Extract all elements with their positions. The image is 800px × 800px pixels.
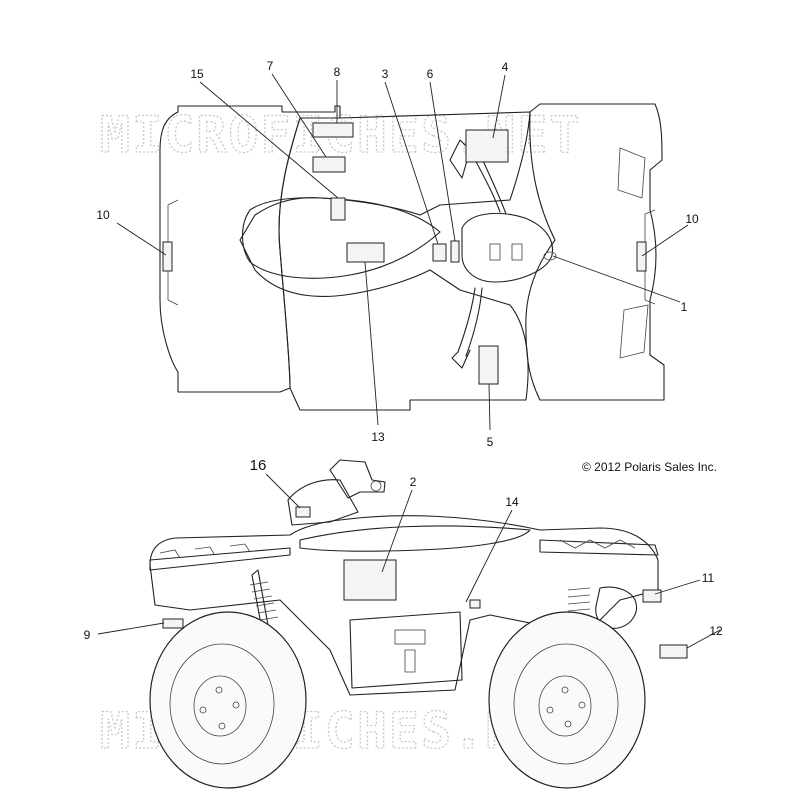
callout-1: 1 [681,300,688,314]
callout-11: 11 [702,571,715,585]
decal-11 [642,589,662,603]
callout-9: 9 [84,628,91,642]
callout-10-left: 10 [96,208,110,222]
decal-10-left [162,241,173,272]
decal-9 [162,618,184,629]
decal-3 [432,243,447,262]
callout-4: 4 [502,60,509,74]
decal-15 [330,197,346,221]
copyright-notice: © 2012 Polaris Sales Inc. [582,460,717,474]
callout-10-right: 10 [685,212,699,226]
decal-16 [295,506,311,518]
callout-8: 8 [334,65,341,79]
callout-14: 14 [505,495,519,509]
callout-3: 3 [382,67,389,81]
callout-13: 13 [371,430,385,444]
callout-5: 5 [487,435,494,449]
callout-2: 2 [410,475,417,489]
decal-5 [478,345,499,385]
decal-4 [465,129,509,163]
callout-16: 16 [250,457,267,474]
callout-7: 7 [267,59,274,73]
decal-6 [450,240,460,263]
decal-13 [346,242,385,263]
decal-12 [659,644,688,659]
rear-wheel [149,611,307,789]
decal-8 [312,122,354,138]
atv-top-view: 8 7 15 3 6 4 10 10 1 13 5 [96,59,699,449]
decal-2 [343,559,397,601]
decal-7 [312,156,346,173]
front-wheel [488,611,646,789]
callout-12: 12 [709,624,723,638]
callout-15: 15 [190,67,204,81]
decal-10-right [636,241,647,272]
decal-14 [469,599,481,609]
callout-6: 6 [427,67,434,81]
atv-side-view: 16 2 14 9 11 12 [84,457,723,789]
